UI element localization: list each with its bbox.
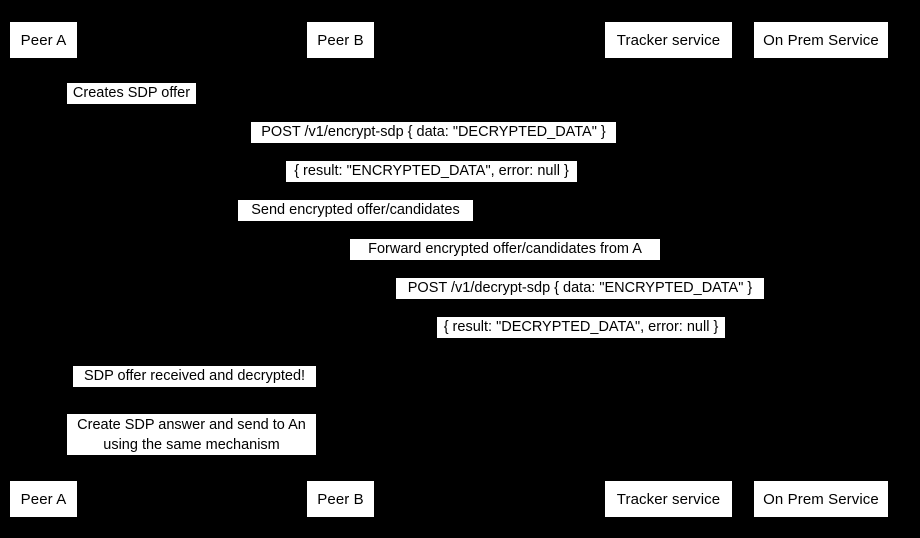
arrow-decrypt-sdp-result bbox=[340, 338, 821, 339]
participant-label: On Prem Service bbox=[763, 490, 879, 508]
participant-peer-a-top[interactable]: Peer A bbox=[10, 22, 77, 58]
participant-label: Tracker service bbox=[616, 31, 721, 49]
arrow-post-encrypt-sdp bbox=[43, 143, 821, 144]
participant-label: Peer A bbox=[20, 31, 67, 49]
note-line-2: using the same mechanism bbox=[103, 437, 280, 453]
participant-on-prem-service-top[interactable]: On Prem Service bbox=[754, 22, 888, 58]
message-label-post-decrypt-sdp[interactable]: POST /v1/decrypt-sdp { data: "ENCRYPTED_… bbox=[396, 278, 764, 299]
arrow-forward-encrypted-offer bbox=[340, 260, 668, 261]
message-label-encrypt-sdp-result[interactable]: { result: "ENCRYPTED_DATA", error: null … bbox=[286, 161, 577, 182]
participant-tracker-service-top[interactable]: Tracker service bbox=[605, 22, 732, 58]
lifeline-tracker-service bbox=[668, 58, 669, 481]
participant-label: Peer B bbox=[317, 490, 364, 508]
arrow-post-decrypt-sdp bbox=[340, 299, 821, 300]
participant-label: Peer A bbox=[20, 490, 67, 508]
note-line-1: Create SDP answer and send to An bbox=[77, 417, 306, 433]
message-label-decrypt-sdp-result[interactable]: { result: "DECRYPTED_DATA", error: null … bbox=[437, 317, 725, 338]
participant-label: Tracker service bbox=[616, 490, 721, 508]
participant-peer-b-top[interactable]: Peer B bbox=[307, 22, 374, 58]
participant-on-prem-service-bottom[interactable]: On Prem Service bbox=[754, 481, 888, 517]
arrow-send-encrypted-offer bbox=[43, 221, 668, 222]
participant-label: On Prem Service bbox=[763, 31, 879, 49]
lifeline-peer-b bbox=[340, 58, 341, 481]
message-label-creates-sdp-offer[interactable]: Creates SDP offer bbox=[67, 83, 196, 104]
message-label-send-encrypted-offer[interactable]: Send encrypted offer/candidates bbox=[238, 200, 473, 221]
note-create-sdp-answer[interactable]: Create SDP answer and send to An using t… bbox=[67, 414, 316, 455]
participant-label: Peer B bbox=[317, 31, 364, 49]
message-label-forward-encrypted-offer[interactable]: Forward encrypted offer/candidates from … bbox=[350, 239, 660, 260]
participant-tracker-service-bottom[interactable]: Tracker service bbox=[605, 481, 732, 517]
message-label-sdp-offer-received[interactable]: SDP offer received and decrypted! bbox=[73, 366, 316, 387]
participant-peer-b-bottom[interactable]: Peer B bbox=[307, 481, 374, 517]
arrow-encrypt-sdp-result bbox=[43, 182, 821, 183]
participant-peer-a-bottom[interactable]: Peer A bbox=[10, 481, 77, 517]
arrow-sdp-offer-received bbox=[340, 387, 400, 388]
lifeline-on-prem-service bbox=[821, 58, 822, 481]
arrow-creates-sdp-offer bbox=[43, 104, 103, 105]
message-label-post-encrypt-sdp[interactable]: POST /v1/encrypt-sdp { data: "DECRYPTED_… bbox=[251, 122, 616, 143]
lifeline-peer-a bbox=[43, 58, 44, 481]
